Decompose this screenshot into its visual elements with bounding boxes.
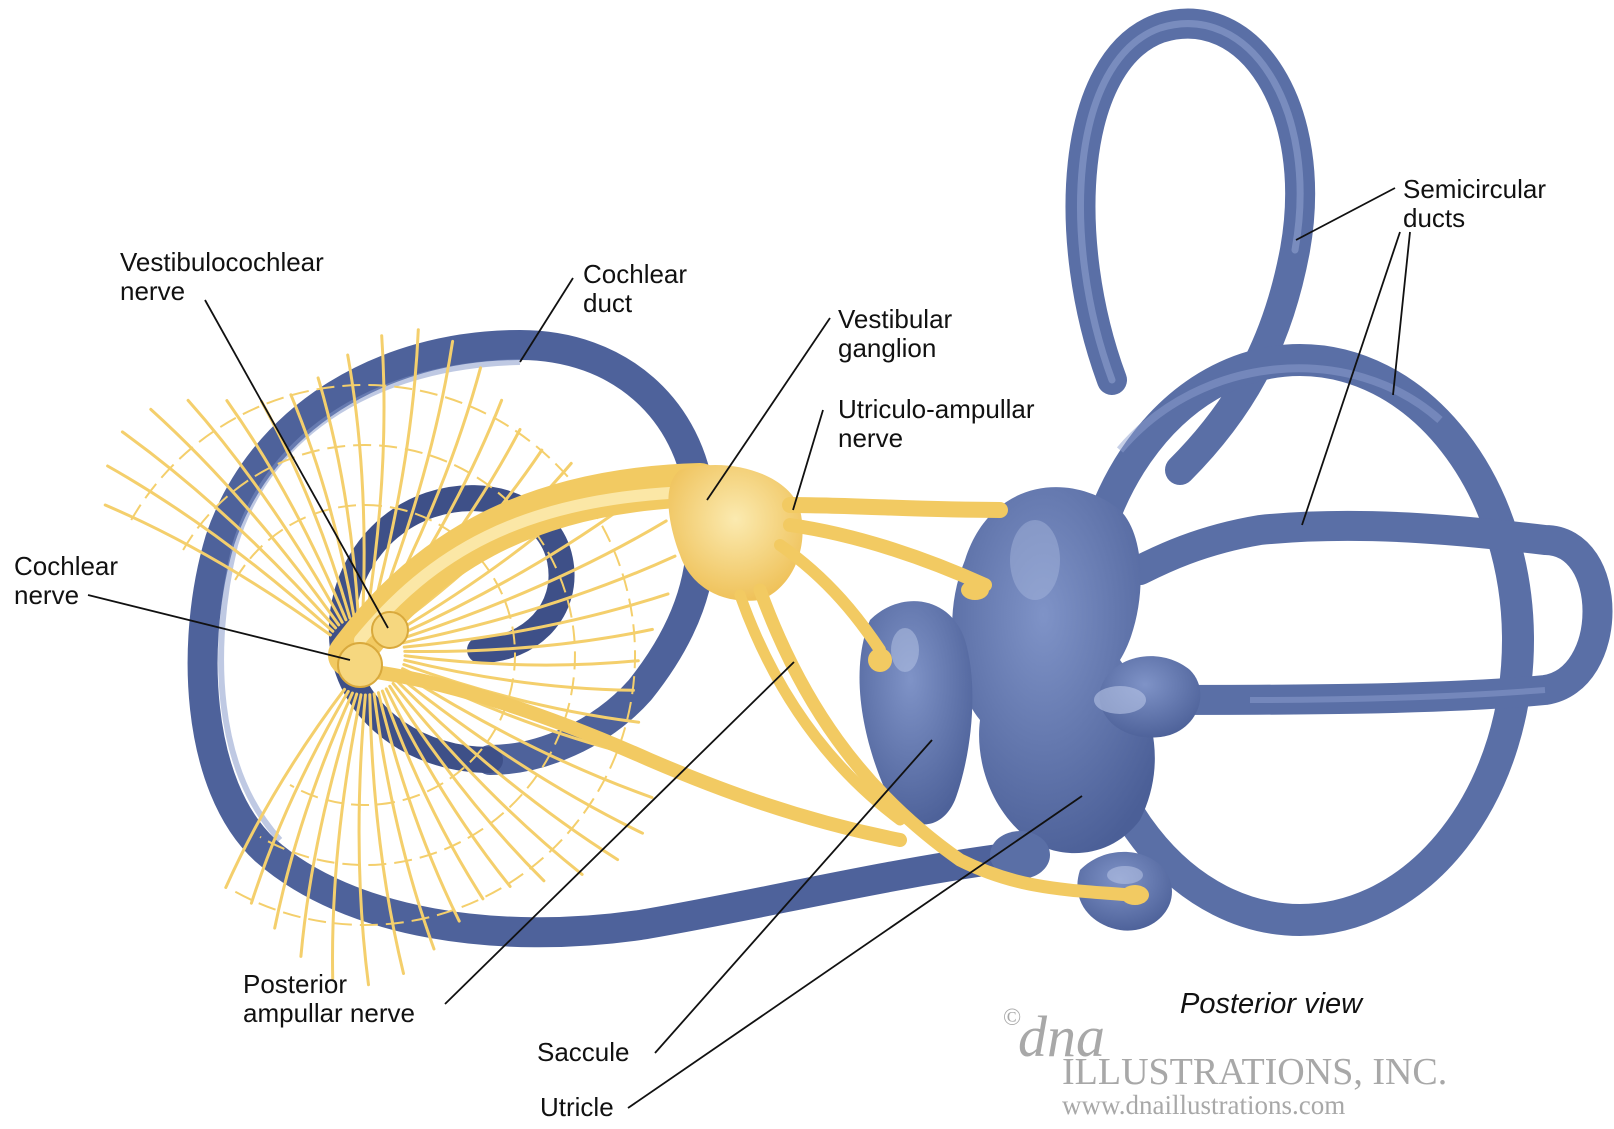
posterior-semicircular-duct [1082, 360, 1518, 920]
cochlear-nerve-fiber [359, 695, 368, 985]
watermark-url: www.dnaillustrations.com [1062, 1090, 1345, 1121]
semicircular-ducts [1081, 24, 1598, 920]
cochlear-nerve-fiber [301, 694, 357, 956]
label-posterior-ampullar-nerve: Posterior ampullar nerve [243, 970, 415, 1028]
leader-utriculo-ampullar [793, 410, 823, 510]
leader-vestibular-ganglion [707, 318, 830, 500]
cochlear-nerve-fiber [393, 683, 582, 874]
cochlear-nerve-fiber [405, 656, 638, 665]
label-cochlear-duct: Cochlear duct [583, 260, 687, 318]
leader-semicircular-3 [1393, 232, 1410, 395]
leader-utricle [628, 796, 1082, 1108]
label-vestibulocochlear-nerve: Vestibulocochlear nerve [120, 248, 324, 306]
caption-posterior-view: Posterior view [1180, 988, 1362, 1021]
label-cochlear-nerve: Cochlear nerve [14, 552, 118, 610]
label-utriculo-ampullar-nerve: Utriculo-ampullar nerve [838, 395, 1035, 453]
watermark-company: ILLUSTRATIONS, INC. [1062, 1050, 1447, 1094]
cochlear-nerve-fiber [333, 695, 361, 978]
label-vestibular-ganglion: Vestibular ganglion [838, 305, 952, 363]
label-utricle: Utricle [540, 1093, 614, 1122]
label-semicircular-ducts: Semicircular ducts [1403, 175, 1546, 233]
label-saccule: Saccule [537, 1038, 630, 1067]
leader-saccule [655, 740, 932, 1053]
